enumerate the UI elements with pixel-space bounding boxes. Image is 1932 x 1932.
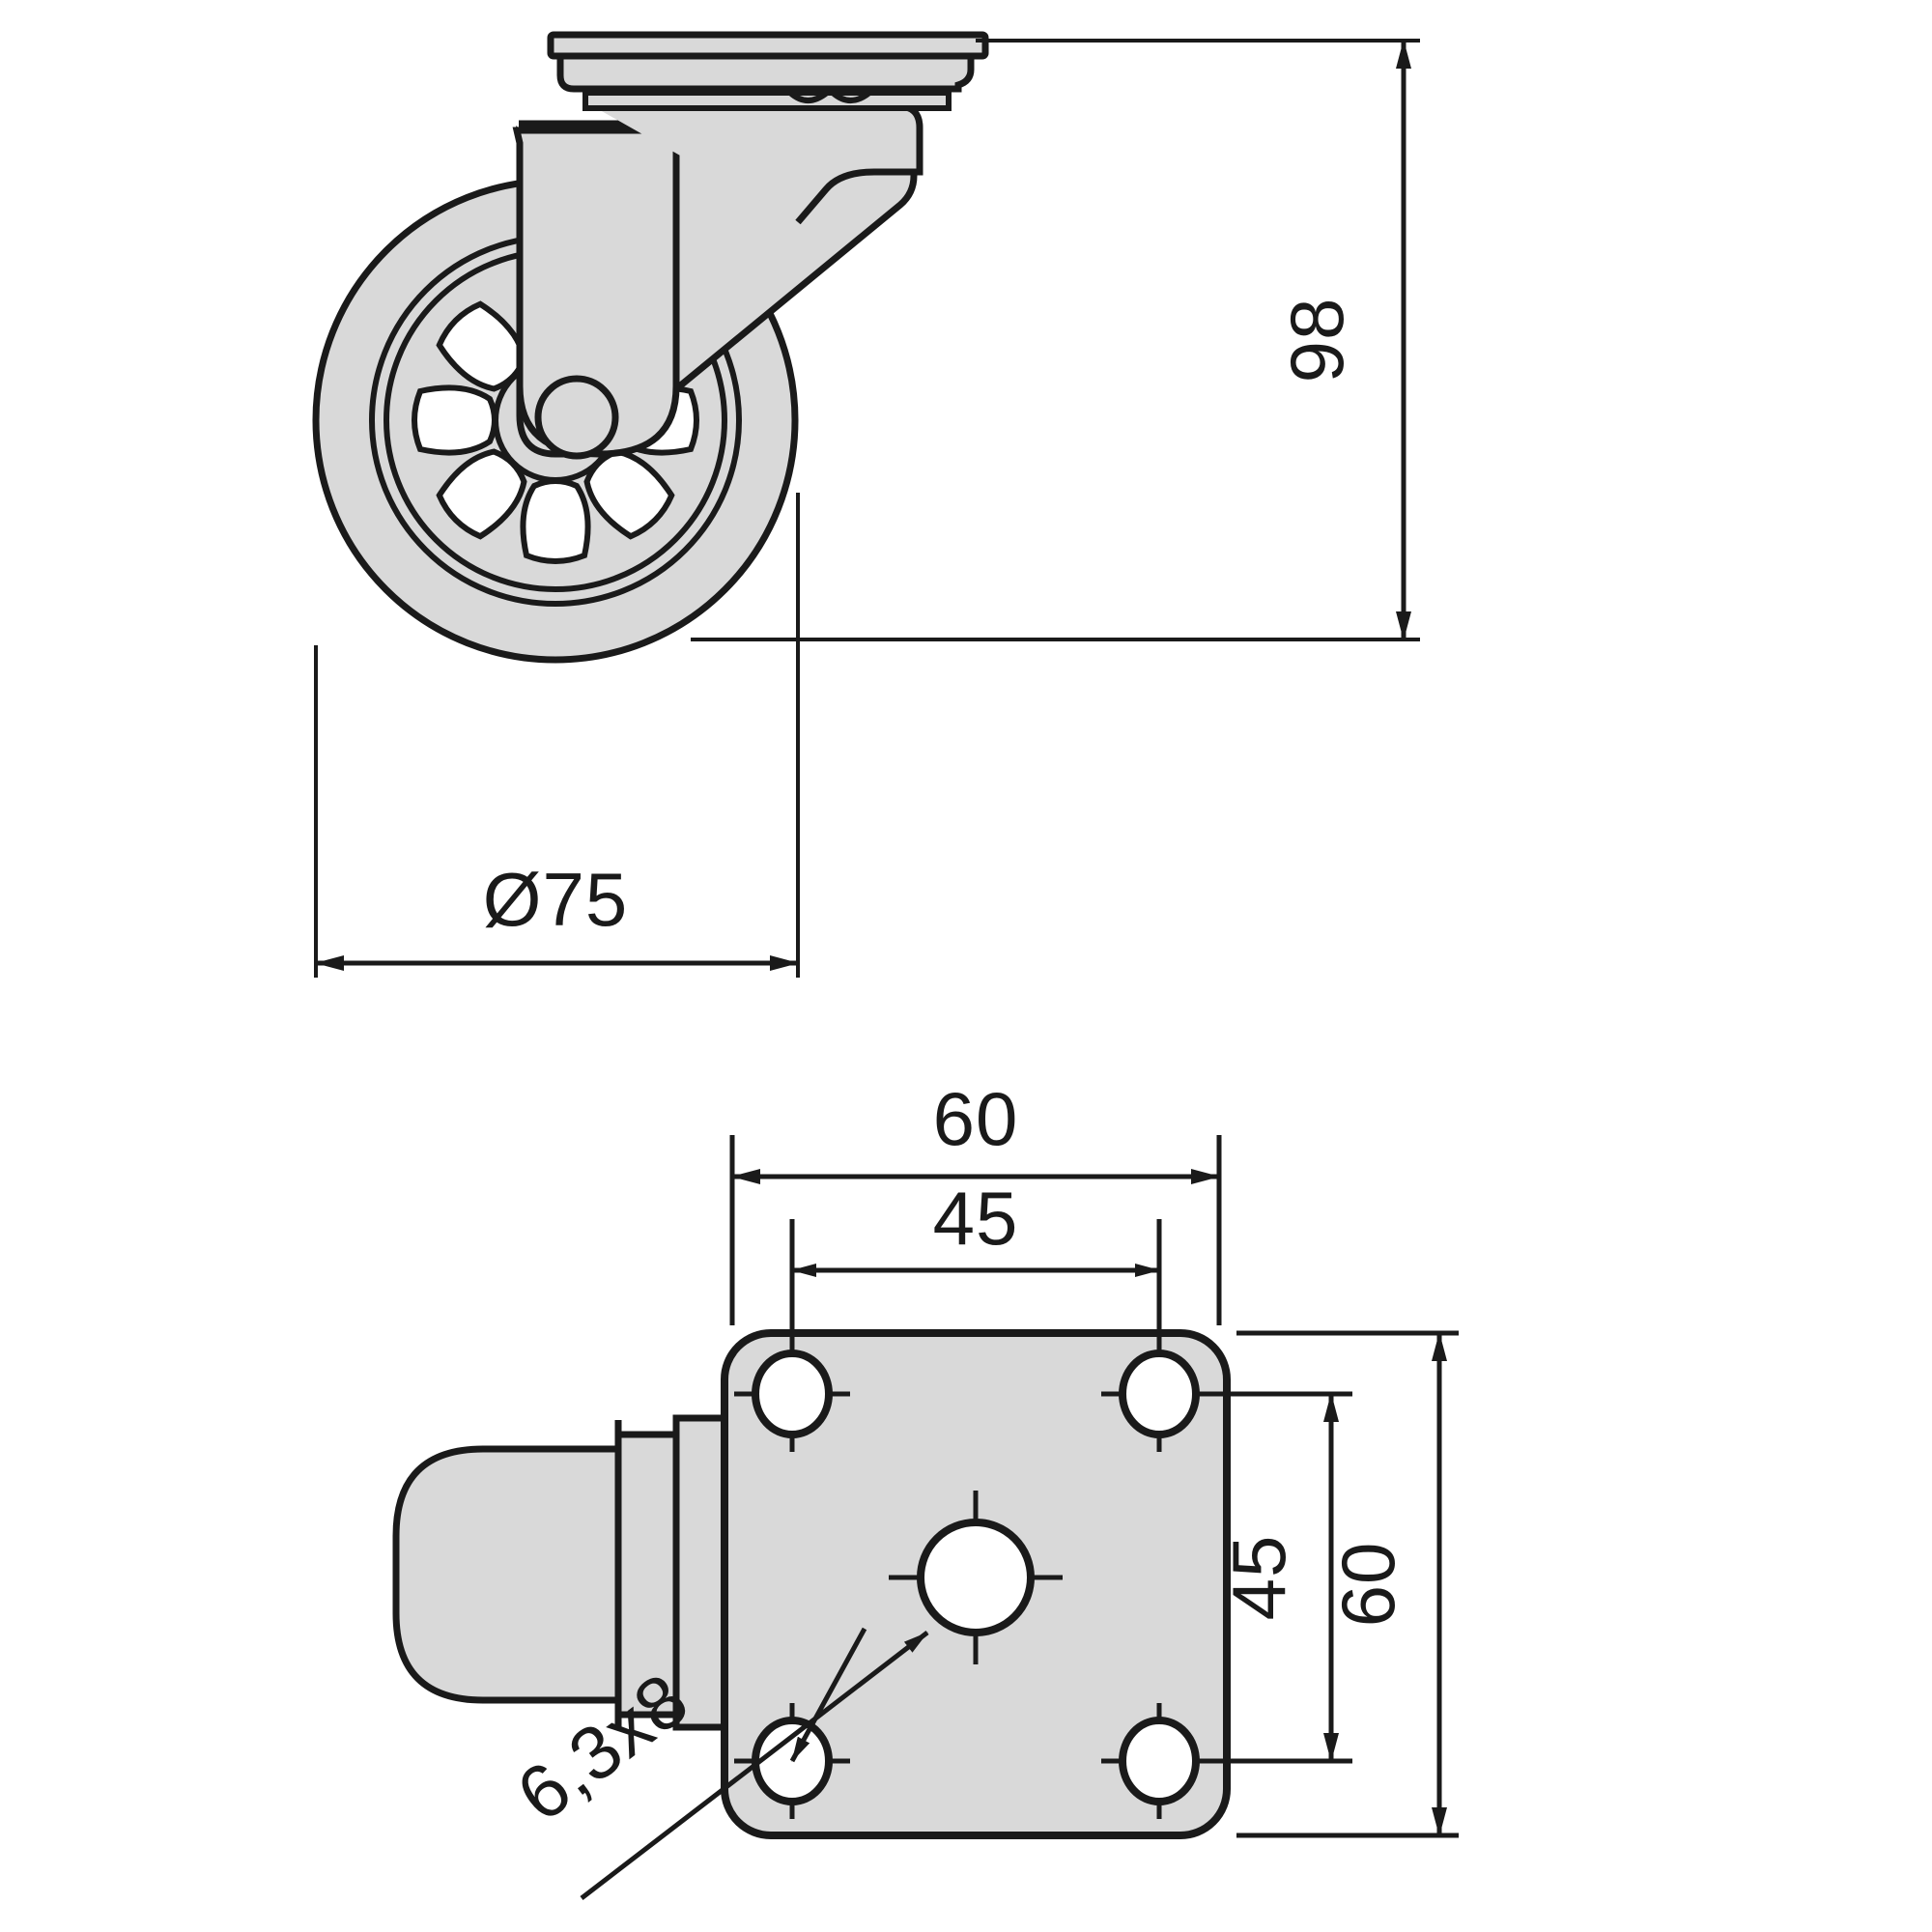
dim-label-wheel-diameter: Ø75: [483, 857, 628, 942]
raceway-ball-detail-b: [831, 90, 871, 103]
plate-bottom-view: 60 45 45 60 6,3x8: [392, 1076, 1459, 1900]
swivel-raceway: [582, 90, 952, 111]
raceway-ball-detail-a: [788, 90, 829, 103]
leader-line-bolt-callout-lower: [580, 1631, 929, 1900]
bolt-hole-circle-br: [1119, 1717, 1200, 1805]
side-elevation-view: 98 Ø75: [312, 31, 1420, 978]
fork-arm-right-top: [672, 1414, 728, 1731]
central-swivel-hole: [889, 1491, 1063, 1664]
axle-pivot: [534, 375, 619, 460]
bolt-hole-bottom-right: [1101, 1703, 1217, 1819]
bolt-hole-circle-tl: [752, 1350, 833, 1438]
caster-fork-leg: [512, 127, 680, 458]
central-hole-circle: [917, 1519, 1035, 1636]
dim-label-hole-spacing-h: 45: [933, 1176, 1019, 1261]
dim-label-overall-height: 98: [1274, 298, 1359, 384]
dim-label-plate-width: 60: [933, 1076, 1019, 1161]
dim-label-hole-spacing-v: 45: [1216, 1535, 1301, 1621]
bolt-hole-top-left: [734, 1336, 850, 1452]
wheel-top-profile: [392, 1420, 622, 1729]
bolt-hole-top-right: [1101, 1336, 1217, 1452]
bolt-hole-circle-tr: [1119, 1350, 1200, 1438]
mounting-plate-flange: [547, 31, 989, 60]
leader-line-bolt-callout-upper: [789, 1627, 867, 1763]
dim-label-plate-depth: 60: [1325, 1542, 1410, 1628]
